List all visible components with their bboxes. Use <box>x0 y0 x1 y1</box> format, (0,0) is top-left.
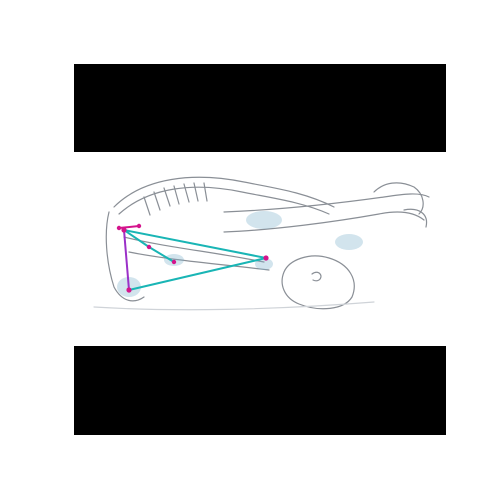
foot-left <box>373 182 424 215</box>
joint-hand <box>171 259 177 265</box>
joint-neck <box>116 225 122 231</box>
foot-right <box>403 208 428 228</box>
skeleton-limb-torso <box>123 229 130 291</box>
pose-skeleton <box>118 225 267 291</box>
skeleton-limb-forearm <box>148 246 175 263</box>
head-outline <box>281 255 355 310</box>
leg-upper-outline <box>223 193 430 213</box>
arm-outline <box>123 236 265 263</box>
wrist-muscle <box>255 258 273 270</box>
skeleton-limb-shoulder <box>123 229 150 248</box>
skeleton-limb-head <box>118 225 140 229</box>
forearm-outline <box>128 251 270 271</box>
anatomy-illustration <box>93 176 430 311</box>
skeleton-limb-arm <box>123 229 267 259</box>
hip-outline <box>105 211 145 302</box>
pose-joints <box>116 223 269 293</box>
skeleton-limb-leg <box>128 257 267 291</box>
letterbox-bottom-bar <box>74 346 446 435</box>
back-outline <box>113 176 335 208</box>
ear-outline <box>311 271 322 282</box>
thigh-muscle <box>246 211 282 229</box>
letterbox-top-bar <box>74 64 446 152</box>
ribs <box>143 182 208 216</box>
body-sketch <box>93 176 430 311</box>
joint-shoulder <box>121 227 127 233</box>
illustration-panel <box>74 152 446 346</box>
muscle-highlights <box>117 211 363 297</box>
floor-line <box>93 301 375 311</box>
joint-wrist <box>263 255 269 261</box>
calf-muscle <box>335 234 363 250</box>
leg-lower-outline <box>223 211 425 233</box>
joint-hip <box>126 287 132 293</box>
joint-elbow <box>146 244 152 250</box>
joint-head <box>136 223 142 229</box>
spine-outline <box>118 186 330 215</box>
